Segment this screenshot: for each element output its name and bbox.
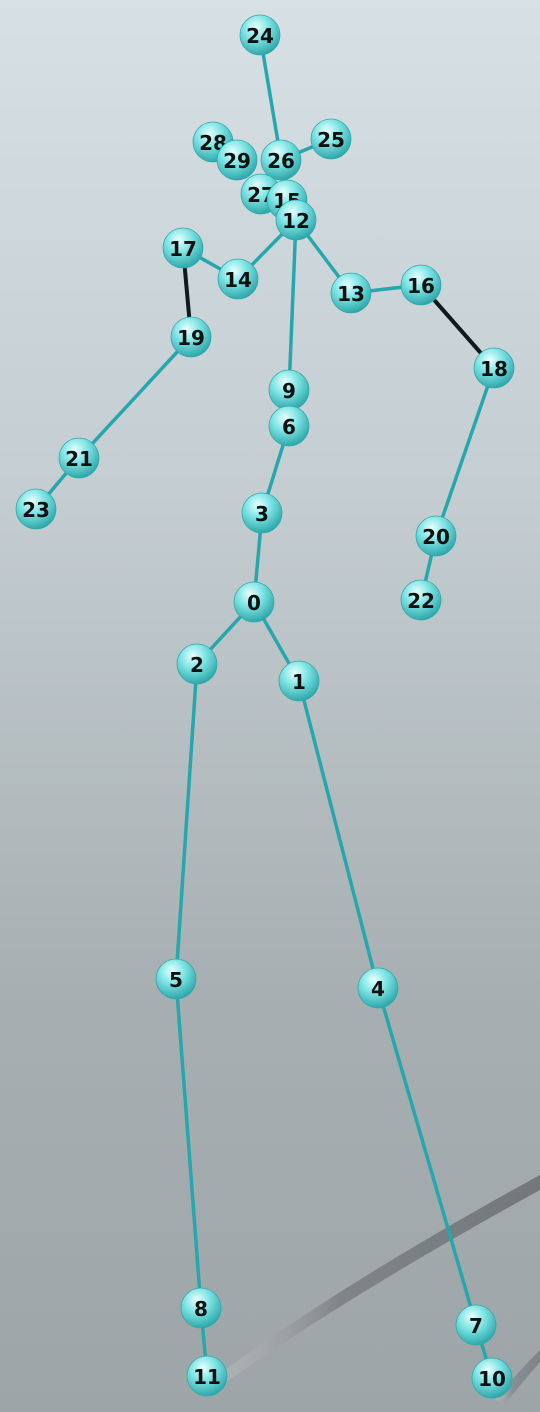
joint-label-1: 1 (292, 670, 306, 694)
joint-7: 7 (455, 1304, 497, 1346)
joint-sphere-17 (162, 227, 204, 269)
bone-24-26 (258, 33, 283, 162)
joint-label-13: 13 (337, 282, 365, 306)
joint-label-16: 16 (407, 274, 435, 298)
joint-label-12: 12 (282, 209, 310, 233)
joint-sphere-3 (241, 492, 283, 534)
joint-label-5: 5 (169, 968, 183, 992)
joint-10: 10 (471, 1357, 513, 1399)
joint-label-3: 3 (255, 502, 269, 526)
joint-21: 21 (58, 437, 100, 479)
joint-9: 9 (268, 369, 310, 411)
joint-label-4: 4 (371, 977, 385, 1001)
joint-17: 17 (162, 227, 204, 269)
joint-label-14: 14 (224, 268, 252, 292)
bone-19-21 (77, 335, 193, 460)
joint-label-0: 0 (247, 591, 261, 615)
joint-13: 13 (330, 272, 372, 314)
joint-sphere-11 (186, 1355, 228, 1397)
bone-12-9 (287, 218, 298, 392)
joint-label-21: 21 (65, 447, 93, 471)
joint-2: 2 (176, 643, 218, 685)
bone-5-8 (174, 977, 203, 1310)
joint-0: 0 (233, 581, 275, 623)
joint-label-17: 17 (169, 237, 197, 261)
joint-14: 14 (217, 258, 259, 300)
joint-label-29: 29 (223, 149, 251, 173)
joint-label-23: 23 (22, 498, 50, 522)
bones-layer (34, 33, 496, 1380)
joint-sphere-6 (268, 405, 310, 447)
joint-sphere-4 (357, 967, 399, 1009)
joint-24: 24 (239, 14, 281, 56)
bone-1-4 (297, 679, 380, 990)
joint-sphere-20 (415, 515, 457, 557)
joint-sphere-12 (275, 199, 317, 241)
joint-sphere-0 (233, 581, 275, 623)
joint-sphere-1 (278, 660, 320, 702)
joint-sphere-5 (155, 958, 197, 1000)
joint-label-22: 22 (407, 589, 435, 613)
joint-label-18: 18 (480, 357, 508, 381)
joint-5: 5 (155, 958, 197, 1000)
joint-3: 3 (241, 492, 283, 534)
bone-2-5 (174, 662, 199, 981)
joint-sphere-8 (180, 1287, 222, 1329)
joint-19: 19 (170, 316, 212, 358)
joint-label-19: 19 (177, 326, 205, 350)
joint-11: 11 (186, 1355, 228, 1397)
joint-sphere-2 (176, 643, 218, 685)
joint-label-6: 6 (282, 415, 296, 439)
bone-18-20 (434, 366, 496, 538)
joint-23: 23 (15, 488, 57, 530)
joint-label-20: 20 (422, 525, 450, 549)
joint-sphere-18 (473, 347, 515, 389)
joint-18: 18 (473, 347, 515, 389)
joint-4: 4 (357, 967, 399, 1009)
joint-22: 22 (400, 579, 442, 621)
joint-sphere-14 (217, 258, 259, 300)
joint-sphere-26 (260, 139, 302, 181)
joint-label-25: 25 (317, 128, 345, 152)
joint-sphere-21 (58, 437, 100, 479)
joint-sphere-24 (239, 14, 281, 56)
joint-label-10: 10 (478, 1367, 506, 1391)
joint-label-11: 11 (193, 1365, 221, 1389)
joint-20: 20 (415, 515, 457, 557)
joint-label-7: 7 (469, 1314, 483, 1338)
bone-4-7 (376, 986, 478, 1327)
joint-sphere-25 (310, 118, 352, 160)
joint-25: 25 (310, 118, 352, 160)
joint-8: 8 (180, 1287, 222, 1329)
joint-6: 6 (268, 405, 310, 447)
joint-29: 29 (216, 139, 258, 181)
joint-16: 16 (400, 264, 442, 306)
joint-sphere-29 (216, 139, 258, 181)
joint-label-2: 2 (190, 653, 204, 677)
ground-shadow (205, 1175, 540, 1392)
joint-sphere-16 (400, 264, 442, 306)
joint-sphere-7 (455, 1304, 497, 1346)
joint-sphere-19 (170, 316, 212, 358)
joint-sphere-13 (330, 272, 372, 314)
joint-26: 26 (260, 139, 302, 181)
joint-label-8: 8 (194, 1297, 208, 1321)
joint-label-26: 26 (267, 149, 295, 173)
joint-sphere-10 (471, 1357, 513, 1399)
joint-label-9: 9 (282, 379, 296, 403)
joint-12: 12 (275, 199, 317, 241)
joint-sphere-22 (400, 579, 442, 621)
joint-sphere-23 (15, 488, 57, 530)
joint-1: 1 (278, 660, 320, 702)
joint-label-24: 24 (246, 24, 274, 48)
